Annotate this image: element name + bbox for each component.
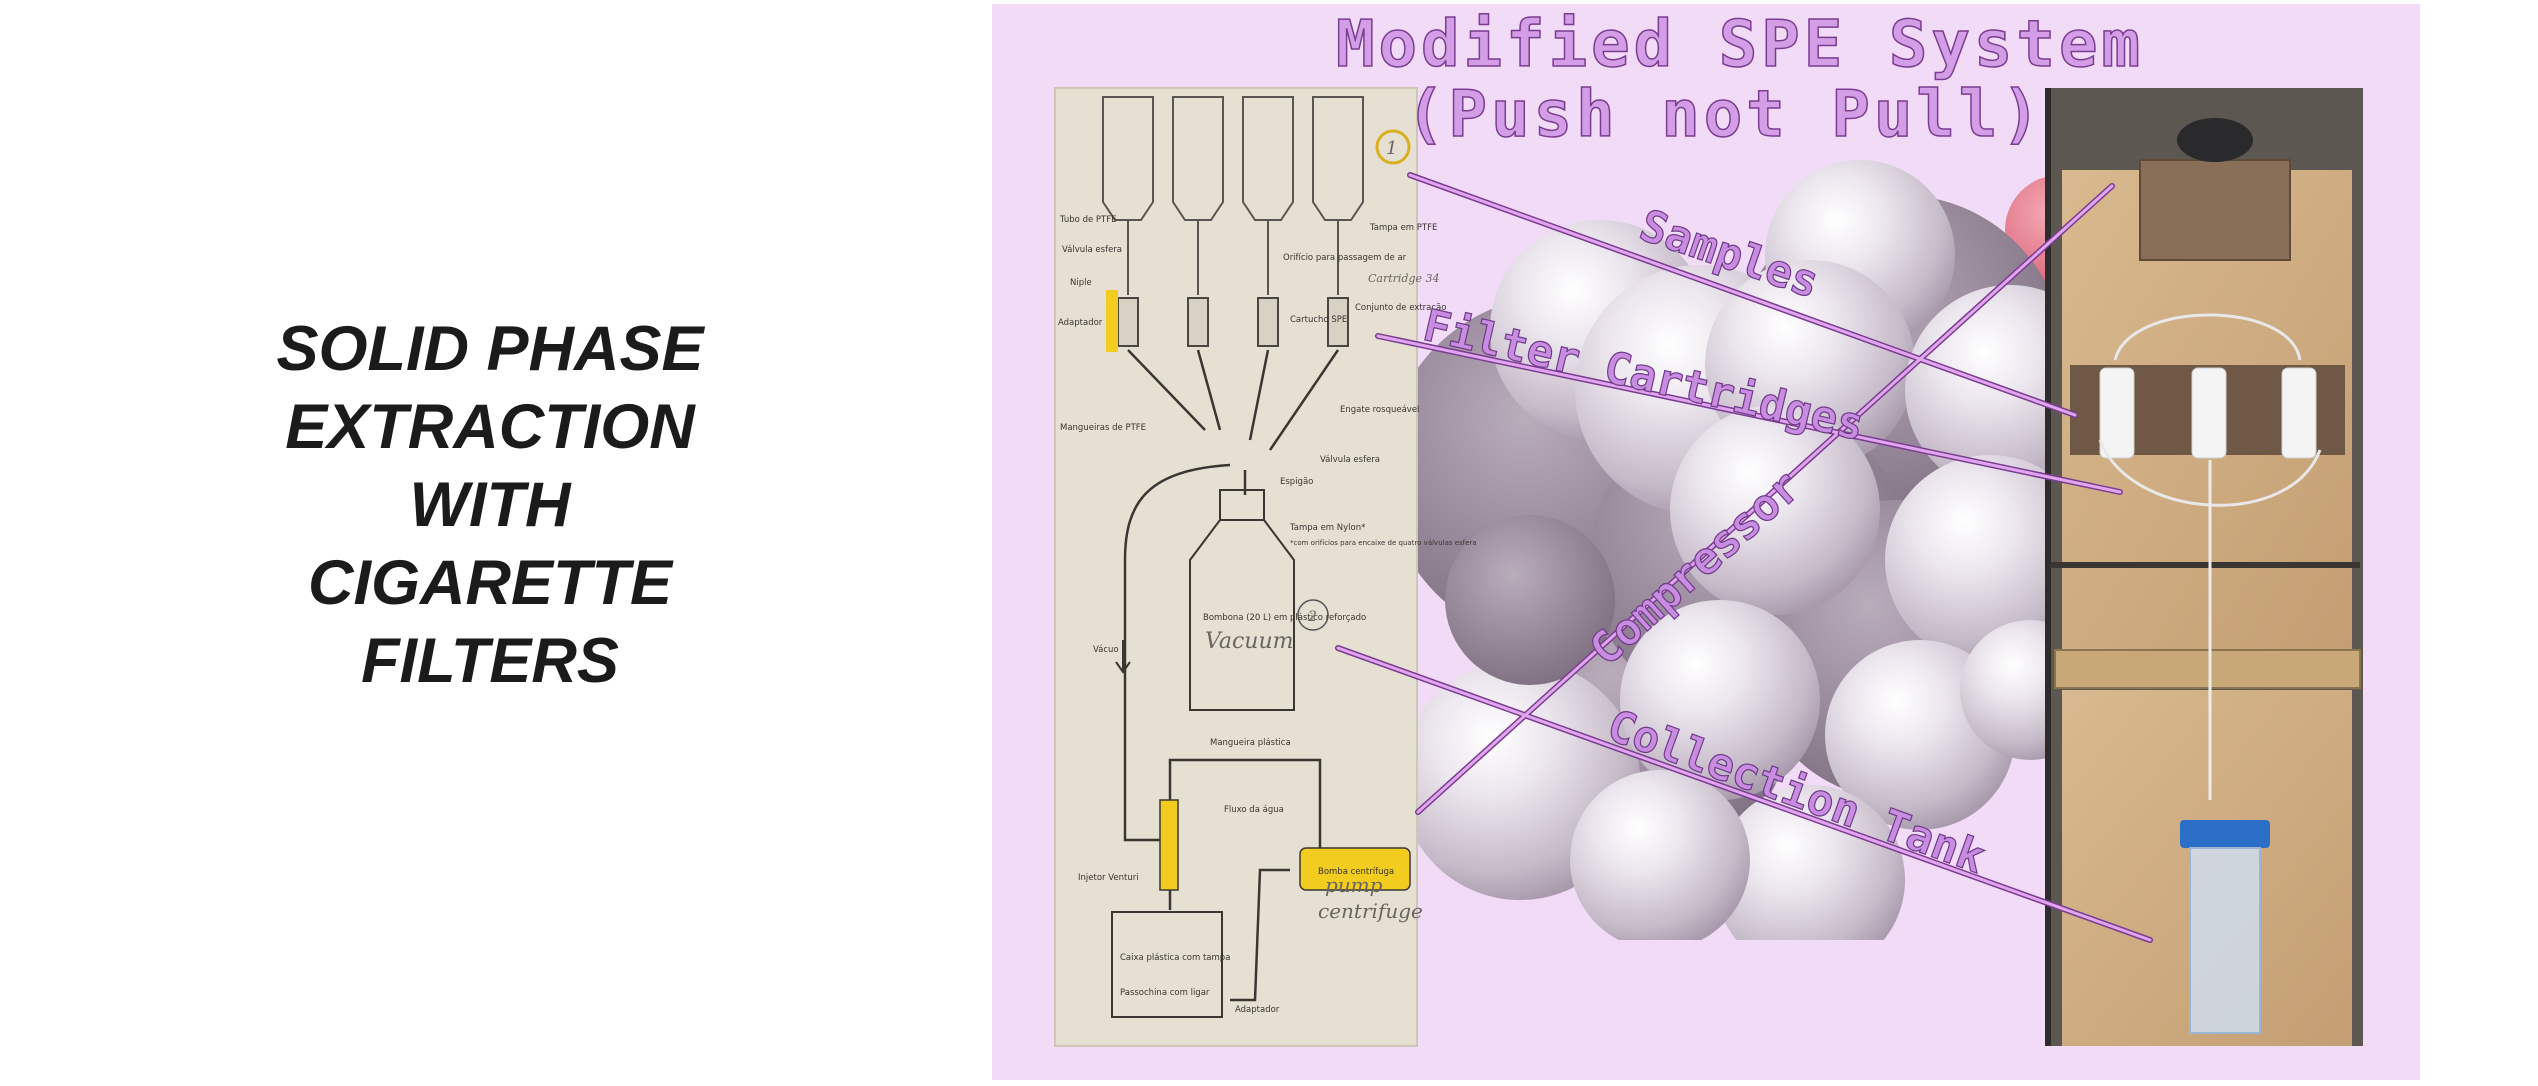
label-threaded-coupling: Engate rosqueável xyxy=(1340,405,1419,415)
handwritten-cartridge-note: Cartridge 34 xyxy=(1368,272,1440,285)
label-centrifugal-pump: Bomba centrífuga xyxy=(1318,867,1394,877)
label-plastic-box: Caixa plástica com tampa xyxy=(1120,953,1230,963)
handwritten-vacuum: Vacuum xyxy=(1205,629,1294,654)
handwritten-marker-2: 2 xyxy=(1307,609,1317,625)
label-vacuum: Vácuo xyxy=(1093,645,1119,655)
label-air-orifice: Orifício para passagem de ar xyxy=(1283,253,1407,263)
pointer-lines xyxy=(1335,172,2153,943)
label-extraction-set: Conjunto de extração xyxy=(1355,303,1446,313)
label-passochina: Passochina com ligar xyxy=(1120,988,1210,998)
molecule-illustration xyxy=(1415,160,2045,940)
label-drum: Bombona (20 L) em plástico reforçado xyxy=(1203,613,1366,623)
slide-side-title: SOLID PHASE EXTRACTION WITH CIGARETTE FI… xyxy=(200,310,780,700)
slide-title: Modified SPE System xyxy=(1335,7,2145,83)
label-adapter-2: Adaptador xyxy=(1235,1005,1280,1015)
label-venturi-injector: Injetor Venturi xyxy=(1078,873,1139,883)
label-nipple: Niple xyxy=(1070,278,1092,288)
label-ptfe-hoses: Mangueiras de PTFE xyxy=(1060,423,1146,433)
label-ptfe-cap: Tampa em PTFE xyxy=(1369,223,1437,233)
side-title-line: FILTERS xyxy=(361,626,619,696)
adapter-highlight xyxy=(1106,290,1118,352)
label-water-flow: Fluxo da água xyxy=(1224,805,1284,815)
label-note: *com orifícios para encaixe de quatro vá… xyxy=(1290,539,1477,547)
label-adapter: Adaptador xyxy=(1058,318,1103,328)
handwritten-marker-1: 1 xyxy=(1386,138,1397,159)
handwritten-pump: pump xyxy=(1325,873,1383,897)
side-title-line: EXTRACTION xyxy=(285,392,695,462)
label-ptfe-tube: Tubo de PTFE xyxy=(1059,215,1117,225)
label-ball-valves: Válvula esfera xyxy=(1320,455,1380,465)
label-spe-cartridge: Cartucho SPE xyxy=(1290,315,1347,325)
label-plastic-hose: Mangueira plástica xyxy=(1210,738,1291,748)
spe-rig-photo xyxy=(2045,88,2363,1046)
slide-subtitle: (Push not Pull) xyxy=(1405,77,2044,153)
label-ball-valve: Válvula esfera xyxy=(1062,245,1122,255)
spe-schematic: Tubo de PTFE Válvula esfera Niple Adapta… xyxy=(1054,87,1477,1047)
label-nylon-cap: Tampa em Nylon* xyxy=(1289,523,1365,533)
side-title-line: SOLID PHASE xyxy=(276,314,704,384)
handwritten-centrifuge: centrifuge xyxy=(1318,899,1423,923)
side-title-line: CIGARETTE xyxy=(307,548,672,618)
side-title-line: WITH xyxy=(409,470,571,540)
label-barb: Espigão xyxy=(1280,477,1313,487)
